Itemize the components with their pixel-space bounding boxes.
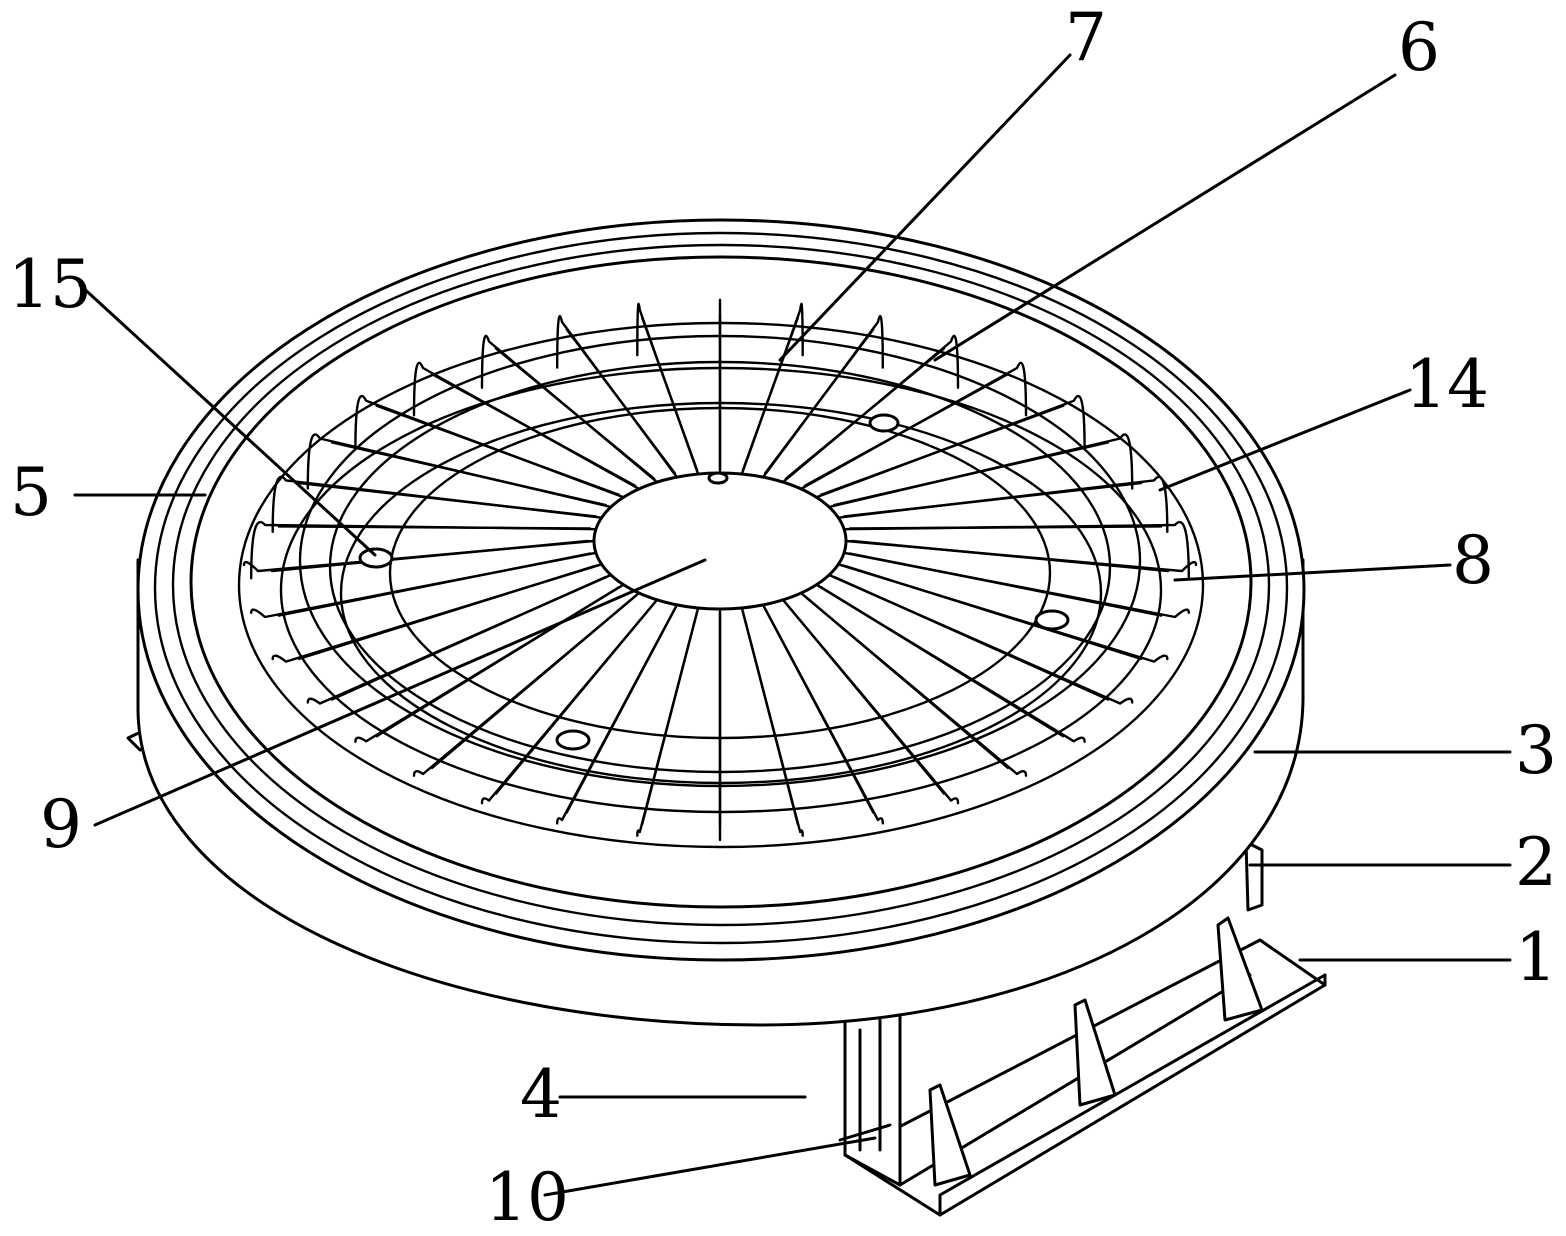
spoke-26: [636, 302, 700, 476]
spoke-inner-20: [297, 481, 598, 518]
callout-1: 1: [1515, 919, 1557, 996]
spoke-6: [781, 598, 960, 805]
spoke-23: [412, 361, 641, 491]
spoke-10: [636, 606, 700, 837]
spoke-inner-5: [803, 595, 1010, 770]
callout-3: 3: [1515, 712, 1557, 789]
callout-2: 2: [1515, 824, 1557, 901]
spoke-inner-26: [641, 316, 699, 472]
spoke-21: [306, 433, 613, 509]
spoke-inner-17: [277, 552, 592, 617]
callout-9: 9: [40, 786, 82, 863]
spoke-inner-16: [297, 564, 598, 661]
spoke-inner-11: [565, 607, 677, 814]
spoke-inner-1: [848, 552, 1163, 617]
spoke-inner-30: [784, 347, 946, 480]
spoke-inner-13: [430, 595, 637, 770]
callout-6: 6: [1398, 9, 1440, 86]
spoke-inner-25: [565, 328, 677, 475]
spoke-0: [844, 539, 1198, 573]
callout-10: 10: [485, 1159, 569, 1236]
spoke-13: [412, 591, 641, 777]
spoke-22: [354, 394, 625, 499]
spoke-inner-4: [819, 586, 1065, 738]
leader-lines: [73, 53, 1512, 1197]
spoke-1: [842, 551, 1190, 619]
spoke-inner-15: [330, 575, 607, 701]
spoke-18: [242, 539, 596, 573]
callout-8: 8: [1452, 522, 1494, 599]
spoke-5: [799, 591, 1028, 777]
spoke-16: [271, 563, 603, 663]
spoke-32: [815, 394, 1086, 499]
spoke-inner-22: [375, 404, 621, 496]
spoke-cage: [242, 298, 1198, 842]
spoke-inner-35: [848, 525, 1163, 530]
spoke-20: [271, 475, 603, 534]
spoke-12: [480, 598, 659, 805]
spoke-inner-0: [850, 539, 1170, 573]
spoke-inner-3: [833, 575, 1110, 701]
spoke-11: [556, 603, 679, 825]
spoke-inner-33: [833, 441, 1110, 507]
spoke-33: [827, 433, 1134, 509]
mounting-holes: [358, 413, 1070, 751]
spoke-inner-21: [330, 441, 607, 507]
spoke-inner-10: [641, 610, 699, 826]
spoke-19: [250, 520, 598, 580]
central-hub: [592, 471, 848, 611]
spoke-35: [842, 520, 1190, 580]
spoke-inner-31: [803, 372, 1010, 487]
callout-7: 7: [1065, 0, 1107, 76]
spoke-inner-28: [741, 316, 799, 472]
spoke-24: [480, 334, 659, 484]
spoke-2: [837, 563, 1169, 663]
spoke-inner-29: [763, 328, 875, 475]
spoke-inner-12: [494, 602, 656, 795]
spoke-14: [354, 583, 625, 743]
callout-5: 5: [10, 454, 52, 531]
spoke-inner-34: [842, 481, 1143, 518]
spoke-28: [740, 302, 804, 476]
spoke-31: [799, 361, 1028, 491]
spoke-3: [827, 573, 1134, 705]
spoke-34: [837, 475, 1169, 534]
spoke-inner-6: [784, 602, 946, 795]
spoke-inner-8: [741, 610, 799, 826]
spoke-inner-32: [819, 404, 1065, 496]
callout-15: 15: [8, 246, 92, 323]
spoke-inner-24: [494, 347, 656, 480]
spoke-inner-2: [842, 564, 1143, 661]
callout-14: 14: [1405, 346, 1489, 423]
spoke-7: [761, 603, 884, 825]
spoke-25: [556, 314, 679, 479]
spoke-4: [815, 583, 1086, 743]
spoke-inner-19: [277, 525, 592, 530]
spoke-inner-14: [375, 586, 621, 738]
spoke-15: [306, 573, 613, 705]
spoke-8: [740, 606, 804, 837]
spoke-17: [250, 551, 598, 619]
spoke-inner-7: [763, 607, 875, 814]
callout-4: 4: [520, 1056, 562, 1133]
spoke-29: [761, 314, 884, 479]
spoke-inner-23: [430, 372, 637, 487]
spoke-30: [781, 334, 960, 484]
spoke-inner-18: [270, 539, 590, 573]
